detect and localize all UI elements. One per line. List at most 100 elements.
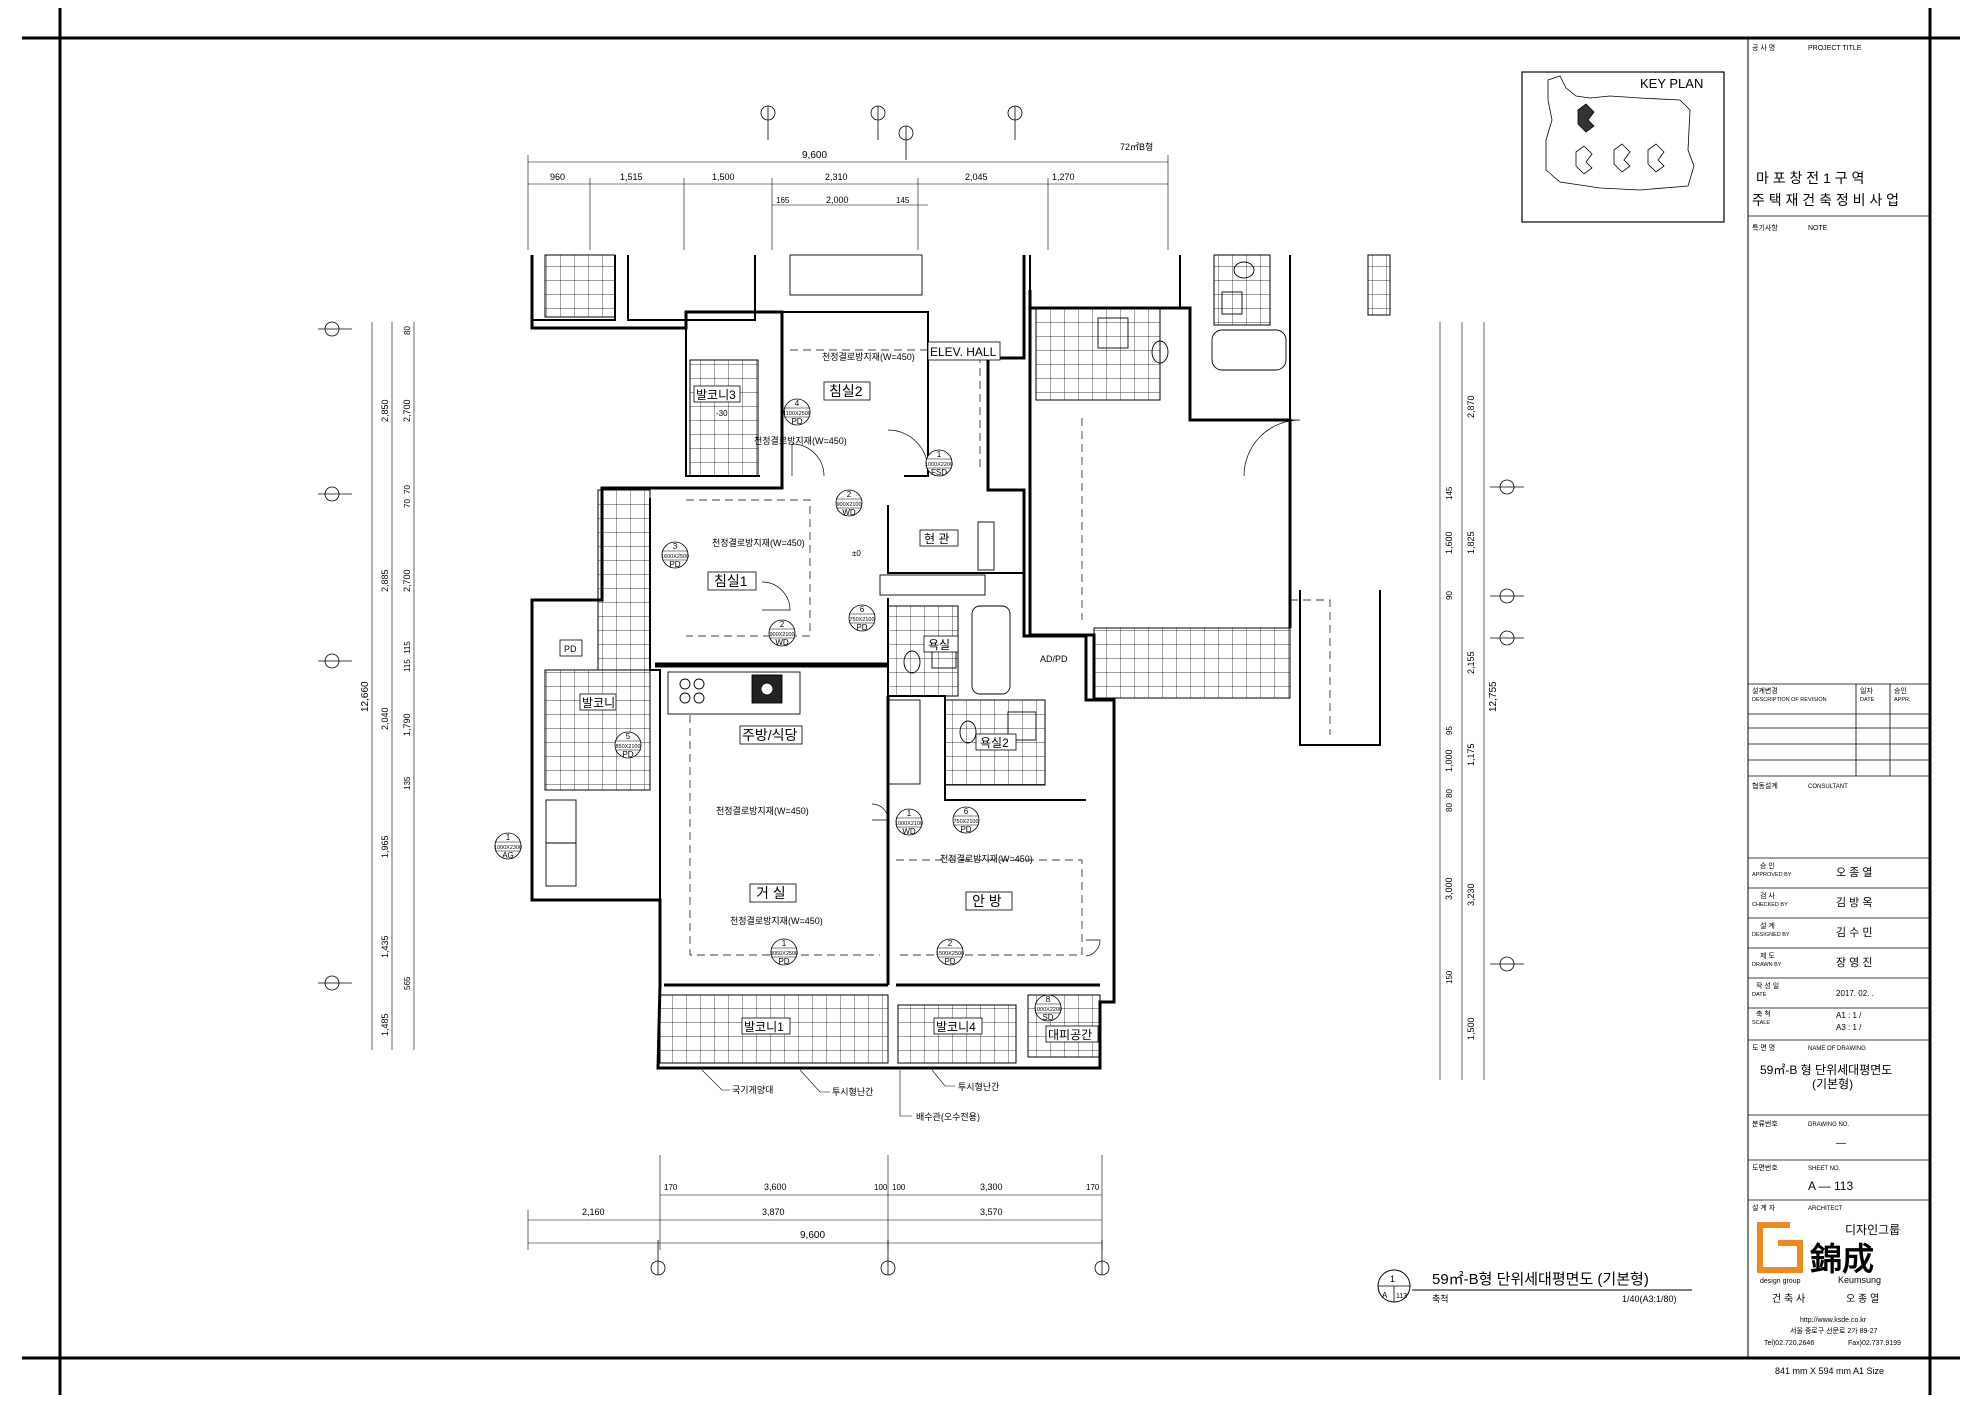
dim-top-seg: 2,045 (965, 172, 988, 182)
dim-right-inner: 1,000 (1444, 749, 1454, 772)
drawing-ref-number: 1 (1390, 1274, 1395, 1284)
drawing-scale-value: 1/40(A3:1/80) (1622, 1294, 1677, 1304)
door-type: PD (778, 957, 789, 966)
door-number: 4 (795, 399, 800, 408)
door-size: 3060X2500 (770, 951, 798, 957)
door-type: PD (960, 825, 971, 834)
dim-bottom-row1: 170 (664, 1183, 678, 1192)
tb-appr-label: 승인 (1894, 686, 1907, 695)
drawing-ref-sheet: A (1382, 1291, 1388, 1300)
toilet-icon (1151, 340, 1169, 364)
dim-bottom-row1: 3,600 (764, 1182, 787, 1192)
note-rail-2: 투시형난간 (958, 1082, 999, 1092)
door-number: 8 (1046, 995, 1051, 1004)
dim-right-outer: 2,155 (1466, 651, 1476, 674)
tb-name-line2: (기본형) (1812, 1077, 1853, 1091)
shoe-cabinet-icon (977, 521, 995, 571)
top-kitchen-icon (789, 254, 923, 296)
door-number: 2 (780, 620, 785, 629)
ceiling-note: 천정결로방지재(W=450) (754, 436, 847, 446)
dim-left-outer: 1,965 (380, 835, 390, 858)
ceiling-note: 천정결로방지재(W=450) (940, 854, 1033, 864)
dim-left-total: 12,660 (360, 681, 371, 712)
firm-en-right: Keumsung (1838, 1275, 1881, 1285)
sheet-size-label: 841 mm X 594 mm A1 Size (1775, 1366, 1884, 1376)
tb-drawn-en: DRAWN BY (1752, 962, 1782, 968)
dim-left-outer: 2,885 (380, 569, 390, 592)
dim-right-inner: 3,000 (1444, 877, 1454, 900)
room-balcony4: 발코니4 (936, 1020, 976, 1034)
firm-name: 錦成 (1810, 1241, 1874, 1277)
tb-scale-a1: A1 : 1 / (1836, 1011, 1862, 1020)
grid-bubble-left-2 (318, 486, 352, 502)
tb-drawn-name: 장 영 진 (1836, 956, 1872, 969)
room-bath2: 욕실2 (980, 736, 1009, 750)
dim-right-outer: 2,870 (1466, 395, 1476, 418)
firm-url: http://www.ksde.co.kr (1800, 1317, 1867, 1324)
dim-bottom-row2: 3,570 (980, 1207, 1003, 1217)
room-labels: 침실2 침실1 주방/식당 거 실 안 방 발코니3 발코니 발코니1 발코니4… (579, 341, 1099, 1043)
tb-revision-label: 설계변경 (1752, 686, 1778, 695)
room-bedroom2: 침실2 (829, 383, 863, 399)
firm-address: 서울 중로구 선문로 2가 89-27 (1790, 1326, 1878, 1335)
dim-left-inner: 2,700 (402, 399, 412, 422)
door-size: 1000X2200 (1034, 1007, 1062, 1013)
ceiling-note: 천정결로방지재(W=450) (712, 538, 805, 548)
door-type: PD (944, 957, 955, 966)
bathtub-icon (1211, 329, 1287, 371)
door-type: PD (856, 623, 867, 632)
dim-bottom-row2: 2,160 (582, 1207, 605, 1217)
dim-left-outer: 1,485 (380, 1013, 390, 1036)
grid-bubble-bottom-1 (650, 1240, 666, 1276)
dim-right-outer: 1,175 (1466, 743, 1476, 766)
door-number: 5 (626, 732, 631, 741)
dim-left-inner: 135 (403, 776, 412, 790)
drawing-ref-sheet-no: 113 (1396, 1293, 1407, 1300)
inner-wall-9 (1023, 255, 1031, 290)
firm-fax: Fax)02.737.9199 (1848, 1340, 1901, 1347)
title-block-text: 공 사 명 PROJECT TITLE 마 포 창 전 1 구 역 주 택 재 … (1752, 43, 1911, 1347)
ceiling-note: 천정결로방지재(W=450) (730, 916, 823, 926)
note-flagpole: 국기게양대 (732, 1085, 773, 1095)
tb-drawing-no-en: DRAWING NO. (1808, 1122, 1849, 1128)
tb-sheet-no-en: SHEET NO. (1808, 1166, 1841, 1172)
dim-left-inner: 115 (403, 641, 412, 654)
note-drain: 배수관(오수전용) (916, 1112, 980, 1122)
neighbor-wall (1028, 290, 1292, 700)
grid-bubble-top-3 (898, 125, 914, 160)
plan-unit-type: 72㎡B형 (1120, 142, 1153, 152)
tile-neighbor-right (1367, 254, 1391, 316)
grid-bubble-right-1 (1490, 479, 1524, 495)
dim-bottom-row2: 3,870 (762, 1207, 785, 1217)
dim-right-inner: 80 (1445, 803, 1454, 812)
cooktop-icon (679, 678, 705, 704)
title-block (1748, 215, 1930, 1201)
tb-date-row-en: DATE (1752, 992, 1767, 998)
door-type: WD (842, 508, 856, 517)
door-size: 1100X2500 (783, 411, 811, 417)
toilet-icon (959, 720, 977, 744)
tb-note-label: 특기사항 (1752, 223, 1778, 232)
dim-top-inner: 165 (776, 196, 790, 205)
firm-logo-icon (1757, 1222, 1803, 1273)
dim-left-outer: 2,040 (380, 707, 390, 730)
grid-bubble-left-1 (318, 321, 352, 337)
dim-right-inner: 90 (1445, 591, 1454, 600)
dim-left-inner: 80 (403, 326, 412, 335)
tb-appr-en: APPR. (1894, 697, 1911, 703)
dim-right-inner: 150 (1445, 970, 1454, 984)
toilet-icon (1233, 261, 1255, 279)
tile-balcony3 (689, 359, 759, 477)
dim-right-outer: 1,500 (1466, 1017, 1476, 1040)
dim-bottom-total: 9,600 (800, 1230, 825, 1241)
level-mark: ±0 (852, 549, 861, 558)
dimension-text: 9,600 72㎡B형 960 1,515 1,500 2,310 2,045 … (360, 142, 1499, 1241)
dim-right-inner: 1,600 (1444, 531, 1454, 554)
tile-top-left (544, 254, 616, 318)
room-master: 안 방 (972, 893, 1002, 909)
